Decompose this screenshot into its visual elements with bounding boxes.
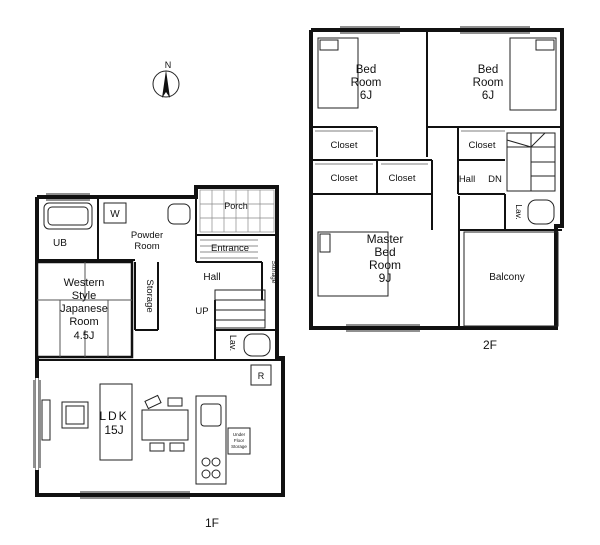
bathtub-icon xyxy=(43,202,93,230)
bed-2 xyxy=(509,37,557,111)
shelf-storage-label: Storage xyxy=(270,261,277,284)
floor1-windows xyxy=(33,193,190,499)
japanese-room-label-4: Room xyxy=(69,316,98,328)
bed-room-1-label-1: Bed xyxy=(356,64,376,76)
japanese-room-label-3: Japanese xyxy=(60,303,108,315)
dn-label: DN xyxy=(488,174,502,185)
entrance-floor xyxy=(200,239,258,259)
under-floor-label-2: Floor xyxy=(234,438,245,443)
porch-tiles xyxy=(199,189,275,233)
sofa xyxy=(99,383,133,461)
under-floor-label-3: Storage xyxy=(231,444,247,449)
bed-room-2-label-3: 6J xyxy=(482,90,494,102)
bed-1 xyxy=(317,37,359,109)
lav-label-1f: Lav. xyxy=(228,335,238,351)
floor2-outer-wall xyxy=(309,28,564,330)
floor-1-plan: UB W Powder Room Porch Entrance Storage … xyxy=(33,185,285,530)
coffee-table xyxy=(61,401,89,429)
floor1-interior-walls xyxy=(37,197,283,361)
ldk-label-2: 15J xyxy=(104,423,123,437)
entrance-label: Entrance xyxy=(211,243,249,254)
powder-room-label-2: Room xyxy=(134,241,159,252)
floor1-stairs xyxy=(214,289,266,329)
bed-3 xyxy=(317,231,389,297)
closet-shelves xyxy=(315,130,505,165)
closet-2-label: Closet xyxy=(469,140,496,151)
bed-room-1-label-3: 6J xyxy=(360,90,372,102)
hall-label-1f: Hall xyxy=(203,272,220,283)
under-floor-label-1: Under xyxy=(233,432,246,437)
powder-room-label-1: Powder xyxy=(131,230,163,241)
closet-3-label: Closet xyxy=(331,173,358,184)
ub-label: UB xyxy=(53,238,67,249)
storage-label-1f: Storage xyxy=(144,279,155,312)
porch-label: Porch xyxy=(224,201,248,211)
bed-room-2-label-1: Bed xyxy=(478,64,498,76)
balcony-railing xyxy=(463,231,559,327)
toilet-icon xyxy=(243,333,271,357)
japanese-room-label-5: 4.5J xyxy=(74,330,95,342)
floor2-caption: 2F xyxy=(483,338,497,352)
fridge-label: R xyxy=(258,371,265,381)
under-floor-storage xyxy=(227,427,251,455)
washer-icon xyxy=(103,202,127,224)
master-bed-room-label-3: Room xyxy=(369,258,401,272)
closet-4-label: Closet xyxy=(389,173,416,184)
sink-icon xyxy=(200,403,222,427)
master-bed-room-label-4: 9J xyxy=(379,271,392,285)
ldk-label-1: LDK xyxy=(99,409,128,423)
dining-table xyxy=(141,409,189,441)
closet-1-label: Closet xyxy=(331,140,358,151)
balcony-label: Balcony xyxy=(489,272,525,283)
compass-letter: N xyxy=(165,60,172,70)
floor1-outer-wall xyxy=(35,185,285,497)
stove-icon xyxy=(201,457,221,479)
lav-label-2f: Lav. xyxy=(514,204,524,219)
japanese-room-label-2: Style xyxy=(72,290,96,302)
floor2-interior-walls xyxy=(311,30,562,328)
japanese-room-label-1: Western xyxy=(64,277,105,289)
floor-2-plan: Bed Room 6J Bed Room 6J Closet Closet Cl… xyxy=(309,26,564,352)
bed-room-2-label-2: Room xyxy=(473,77,504,89)
washbasin-icon xyxy=(167,203,191,225)
hall-label-2f: Hall xyxy=(459,174,475,185)
bed-room-1-label-2: Room xyxy=(351,77,382,89)
master-bed-room-label-1: Master xyxy=(367,232,404,246)
floor2-windows xyxy=(340,26,530,332)
floor1-caption: 1F xyxy=(205,516,219,530)
up-label: UP xyxy=(195,306,208,317)
north-arrow-icon xyxy=(162,70,170,98)
floor2-stairs xyxy=(506,132,556,192)
washer-label: W xyxy=(110,209,120,220)
master-bed-room-label-2: Bed xyxy=(374,245,395,259)
kitchen-counter xyxy=(195,395,227,485)
tatami-mats xyxy=(37,262,132,357)
fridge-icon xyxy=(250,364,272,386)
toilet-icon-2f xyxy=(527,199,555,225)
compass: N xyxy=(152,60,180,98)
tv-stand xyxy=(41,399,51,441)
